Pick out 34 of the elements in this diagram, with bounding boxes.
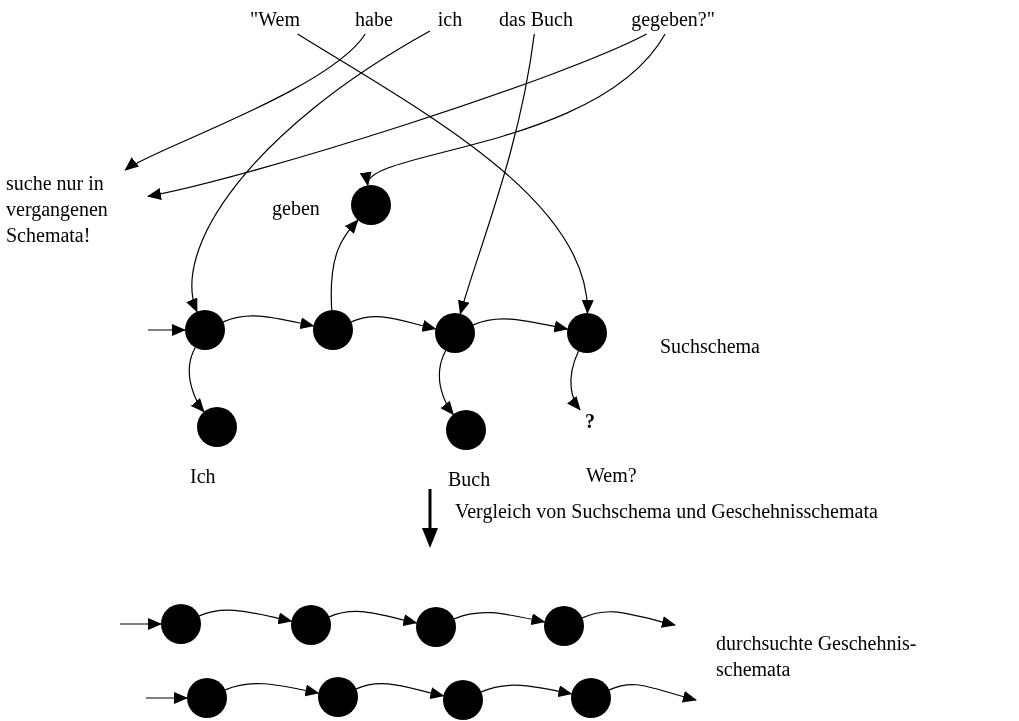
- word-label: ich: [430, 6, 470, 34]
- arrow: [188, 346, 205, 413]
- arrow: [567, 350, 581, 411]
- node-caption: Ich: [190, 464, 216, 489]
- node-caption: Buch: [448, 467, 491, 492]
- arrow: [350, 316, 437, 332]
- word-label: gegeben?": [620, 6, 726, 34]
- word-label: das Buch: [488, 6, 584, 34]
- arrow: [330, 219, 359, 311]
- arrow: [581, 611, 676, 628]
- word-label: habe: [345, 6, 403, 34]
- node-caption: Wem?: [586, 463, 637, 488]
- diagram-note: Vergleich von Suchschema und Geschehnisschemata: [455, 499, 879, 524]
- word-label: suche nur in vergangenen Schemata!: [6, 170, 148, 248]
- arrow: [608, 683, 697, 703]
- arrow: [147, 324, 186, 336]
- arrow: [145, 692, 188, 704]
- arrow: [119, 618, 162, 630]
- arrow: [224, 682, 320, 697]
- arrow: [124, 33, 366, 171]
- word-label: "Wem: [236, 6, 314, 34]
- arrow: [198, 609, 293, 625]
- node-caption: geben: [272, 196, 320, 221]
- question-mark: ?: [580, 408, 600, 436]
- arrow: [328, 610, 418, 626]
- arrow: [222, 315, 315, 330]
- arrow: [187, 30, 431, 313]
- arrow: [438, 350, 454, 416]
- diagram-note: durchsuchte Geschehnis- schemata: [716, 631, 918, 682]
- diagram-note: Suchschema: [660, 334, 761, 359]
- arrow: [480, 684, 573, 698]
- arrow: [472, 318, 569, 333]
- arrow: [453, 611, 546, 626]
- arrow: [355, 683, 445, 699]
